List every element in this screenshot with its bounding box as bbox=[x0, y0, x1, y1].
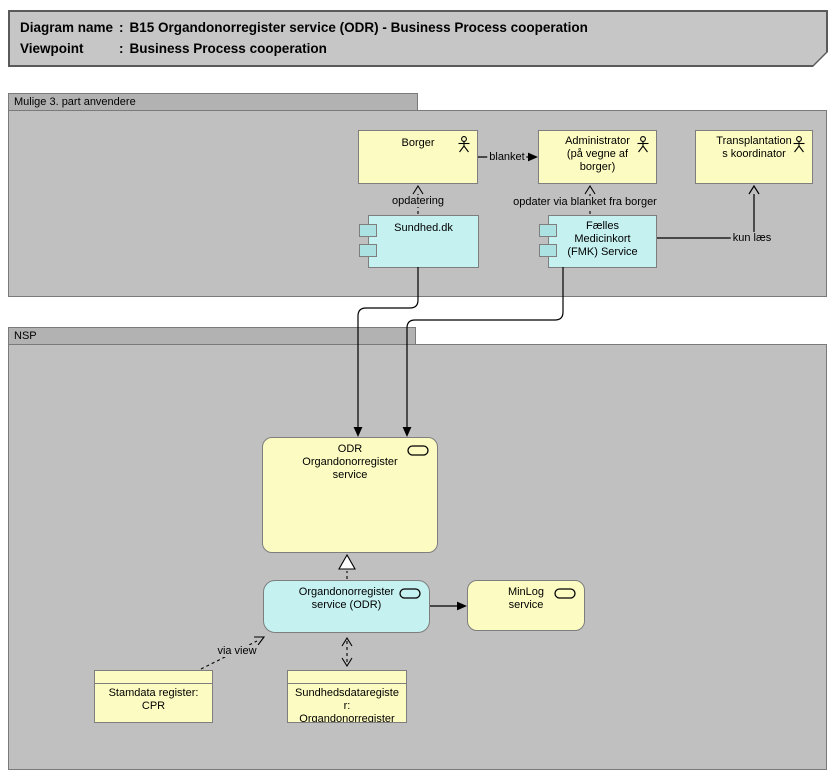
title-row-viewpoint: Viewpoint: Business Process cooperation bbox=[20, 38, 816, 59]
title-block: Diagram name: B15 Organdonorregister serv… bbox=[8, 10, 828, 67]
component-icon bbox=[539, 244, 557, 257]
component-icon bbox=[359, 244, 377, 257]
node-label: Sundhedsdataregiste r: Organdonorregiste… bbox=[295, 687, 399, 723]
node-sundhed-dk[interactable]: Sundhed.dk bbox=[359, 215, 479, 268]
node-label: Transplantation s koordinator bbox=[716, 135, 792, 160]
connector-label-via-view: via view bbox=[215, 645, 259, 657]
actor-icon bbox=[637, 136, 649, 153]
node-label: Stamdata register: CPR bbox=[108, 687, 199, 712]
node-label: Fælles Medicinkort (FMK) Service bbox=[567, 220, 638, 258]
viewpoint-label: Viewpoint bbox=[20, 41, 84, 56]
title-separator: : bbox=[119, 20, 124, 35]
data-object-band-icon bbox=[95, 671, 212, 684]
node-stamdata-register-cpr[interactable]: Stamdata register: CPR bbox=[94, 670, 213, 723]
title-row-diagram-name: Diagram name: B15 Organdonorregister serv… bbox=[20, 17, 816, 38]
node-administrator[interactable]: Administrator (på vegne af borger) bbox=[538, 130, 657, 184]
viewpoint-separator: : bbox=[119, 41, 124, 56]
node-label: Organdonorregister service (ODR) bbox=[298, 586, 395, 611]
actor-icon bbox=[458, 136, 470, 153]
node-odr-business-service[interactable]: ODR Organdonorregister service bbox=[262, 437, 438, 553]
connector-label-blanket: blanket bbox=[487, 151, 527, 163]
node-minlog-service[interactable]: MinLog service bbox=[467, 580, 585, 631]
title-value: B15 Organdonorregister service (ODR) - B… bbox=[129, 20, 588, 35]
service-oval-icon bbox=[407, 445, 429, 456]
node-label: ODR Organdonorregister service bbox=[302, 443, 398, 481]
connector-label-opdatering: opdatering bbox=[390, 195, 446, 207]
node-sundhedsdataregister-organdonorregister[interactable]: Sundhedsdataregiste r: Organdonorregiste… bbox=[287, 670, 407, 723]
node-borger[interactable]: Borger bbox=[358, 130, 478, 184]
node-fmk-service[interactable]: Fælles Medicinkort (FMK) Service bbox=[539, 215, 657, 268]
group-tab-mulige-3-part-anvendere[interactable]: Mulige 3. part anvendere bbox=[8, 93, 418, 111]
node-odr-application-service[interactable]: Organdonorregister service (ODR) bbox=[263, 580, 430, 633]
group-label: Mulige 3. part anvendere bbox=[14, 96, 136, 108]
node-label: Administrator (på vegne af borger) bbox=[565, 135, 630, 173]
node-label: Sundhed.dk bbox=[394, 222, 453, 234]
service-oval-icon bbox=[554, 588, 576, 599]
service-oval-icon bbox=[399, 588, 421, 599]
title-block-inner: Diagram name: B15 Organdonorregister serv… bbox=[10, 12, 826, 65]
connector-label-opdater-via-blanket: opdater via blanket fra borger bbox=[511, 196, 659, 208]
node-label: Borger bbox=[401, 137, 435, 149]
node-label: MinLog service bbox=[507, 586, 545, 611]
actor-icon bbox=[793, 136, 805, 153]
group-tab-nsp[interactable]: NSP bbox=[8, 327, 416, 345]
node-transplantations-koordinator[interactable]: Transplantation s koordinator bbox=[695, 130, 813, 184]
connector-label-kun-laes: kun læs bbox=[730, 232, 774, 244]
group-label: NSP bbox=[14, 330, 37, 342]
component-icon bbox=[539, 224, 557, 237]
viewpoint-value: Business Process cooperation bbox=[129, 41, 327, 56]
data-object-band-icon bbox=[288, 671, 406, 684]
component-icon bbox=[359, 224, 377, 237]
title-label: Diagram name bbox=[20, 20, 114, 35]
